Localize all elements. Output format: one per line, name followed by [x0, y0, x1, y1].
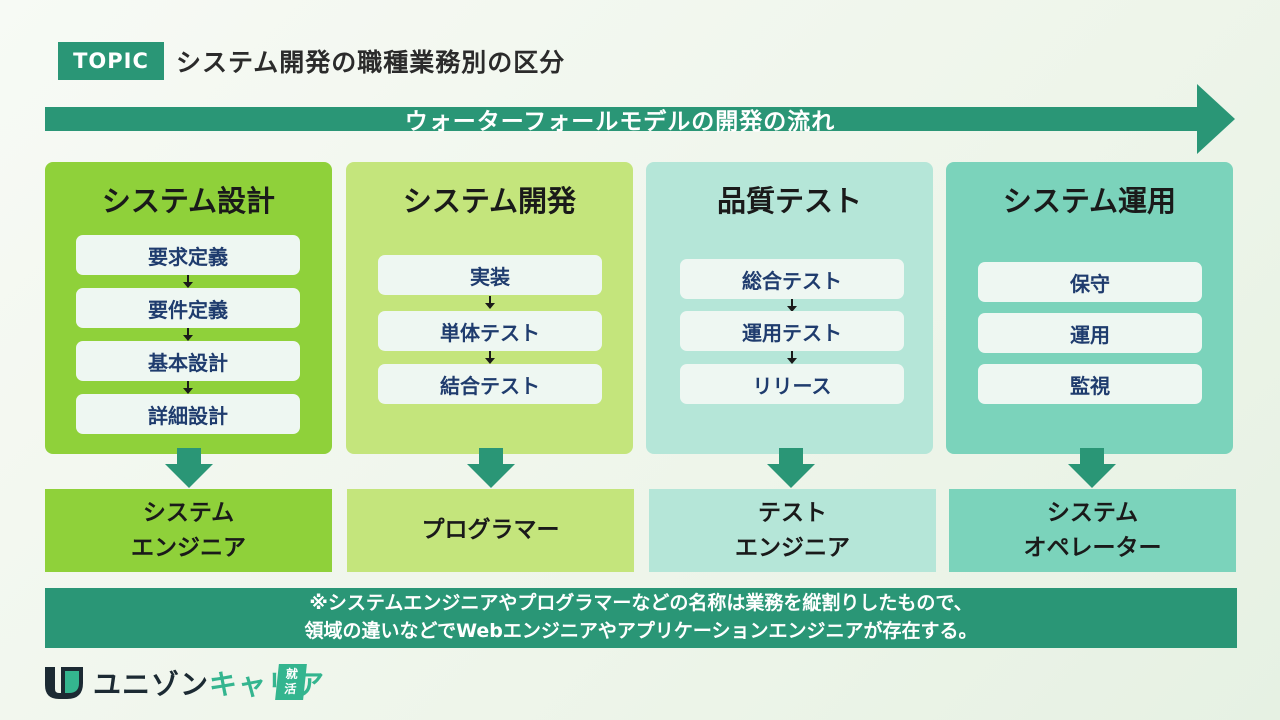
page-title: システム開発の職種業務別の区分: [176, 48, 566, 77]
role-box-system-operator: システム オペレーター: [949, 489, 1236, 572]
step-box: 基本設計: [76, 341, 300, 381]
step-box: 詳細設計: [76, 394, 300, 434]
step-box: 保守: [978, 262, 1202, 302]
role-line: システム: [142, 500, 235, 526]
role-line: エンジニア: [131, 534, 246, 561]
step-box: 要件定義: [76, 288, 300, 328]
step-box: 結合テスト: [378, 364, 602, 404]
role-line: エンジニア: [735, 534, 850, 561]
down-arrow-icon: [1068, 448, 1116, 488]
step-box: 実装: [378, 255, 602, 295]
phase-title: システム開発: [402, 184, 577, 218]
step-arrow-icon: [787, 299, 797, 312]
brand-logo-text-a: ユニゾン: [93, 668, 210, 701]
phase-card-operation: システム運用 保守 運用 監視: [946, 162, 1233, 454]
step-box: 要求定義: [76, 235, 300, 275]
phase-title: システム運用: [1002, 184, 1177, 218]
down-arrow-icon: [767, 448, 815, 488]
phase-card-development: システム開発 実装 単体テスト 結合テスト: [346, 162, 633, 454]
role-box-test-engineer: テスト エンジニア: [649, 489, 936, 572]
step-arrow-icon: [485, 296, 495, 309]
step-box: 監視: [978, 364, 1202, 404]
step-arrow-icon: [183, 275, 193, 288]
phase-title: 品質テスト: [716, 184, 862, 218]
down-arrow-icon: [165, 448, 213, 488]
brand-logo-badge: 就 活: [275, 664, 307, 700]
brand-logo-text-b: キャリア: [209, 668, 326, 701]
brand-logo-text: ユニゾン キャリア: [93, 664, 325, 702]
topic-badge: TOPIC: [58, 42, 164, 80]
step-box: リリース: [680, 364, 904, 404]
footnote-box: ※システムエンジニアやプログラマーなどの名称は業務を縦割りしたもので、 領域の違…: [45, 588, 1237, 648]
role-box-programmer: プログラマー: [347, 489, 634, 572]
footnote-line: ※システムエンジニアやプログラマーなどの名称は業務を縦割りしたもので、: [309, 592, 973, 615]
badge-char: 就: [285, 667, 299, 681]
step-arrow-icon: [183, 328, 193, 341]
step-box: 単体テスト: [378, 311, 602, 351]
step-arrow-icon: [485, 351, 495, 364]
flow-label: ウォーターフォールモデルの開発の流れ: [404, 109, 836, 135]
step-arrow-icon: [183, 381, 193, 394]
role-line: テスト: [758, 500, 827, 526]
flow-arrow: [45, 84, 1235, 154]
down-arrow-icon: [467, 448, 515, 488]
badge-char: 活: [283, 682, 297, 696]
phase-title: システム設計: [101, 184, 276, 218]
phase-card-testing: 品質テスト 総合テスト 運用テスト リリース: [646, 162, 933, 454]
step-box: 運用: [978, 313, 1202, 353]
role-line: オペレーター: [1023, 534, 1162, 561]
role-box-system-engineer: システム エンジニア: [45, 489, 332, 572]
footnote-line: 領域の違いなどでWebエンジニアやアプリケーションエンジニアが存在する。: [304, 620, 978, 642]
step-box: 総合テスト: [680, 259, 904, 299]
role-line: プログラマー: [421, 517, 560, 544]
step-box: 運用テスト: [680, 311, 904, 351]
phase-card-design: システム設計 要求定義 要件定義 基本設計 詳細設計: [45, 162, 332, 454]
brand-logo-icon: [45, 667, 83, 699]
step-arrow-icon: [787, 351, 797, 364]
role-line: システム: [1046, 500, 1139, 526]
